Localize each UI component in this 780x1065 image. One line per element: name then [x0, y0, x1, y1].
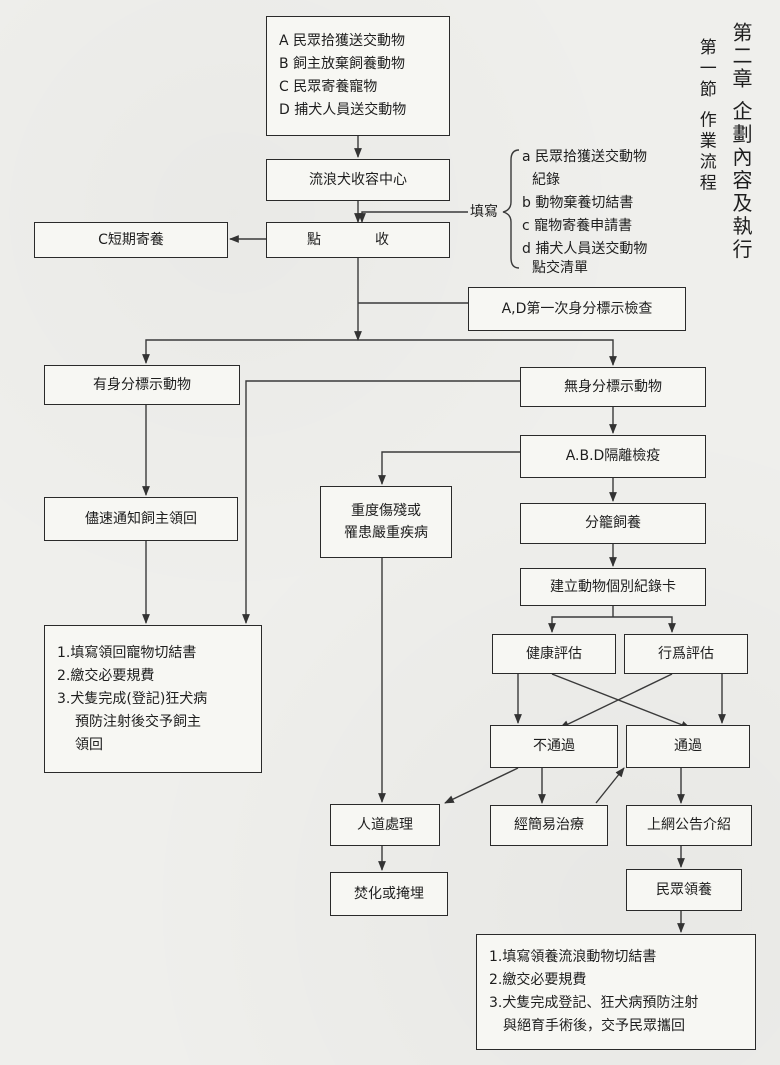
behavior-eval-label: 行爲評估: [658, 645, 714, 662]
public-adoption-label: 民眾領養: [656, 881, 712, 898]
intake-line: D 捕犬人員送交動物: [279, 102, 407, 118]
chapter-title: 第二章 企劃內容及執行: [729, 22, 753, 262]
quarantine-label: A.B.D隔離檢疫: [565, 448, 661, 465]
severe-condition-box: 重度傷殘或 罹患嚴重疾病: [320, 486, 452, 558]
adopt-step-line: 2.繳交必要規費: [489, 972, 587, 988]
first-id-check-box: A,D第一次身分標示檢查: [468, 287, 686, 331]
online-listing-label: 上網公告介紹: [647, 817, 731, 834]
euthanasia-box: 人道處理: [330, 804, 440, 846]
form-line: d 捕犬人員送交動物: [522, 241, 648, 257]
shelter-center-label: 流浪犬收容中心: [309, 171, 407, 188]
arrow-behavior-fail: [559, 673, 673, 729]
arrow-quarantine-severe: [378, 451, 520, 485]
record-card-label: 建立動物個別紀錄卡: [550, 578, 676, 595]
separate-cage-box: 分籠飼養: [520, 503, 706, 544]
severe-line: 重度傷殘或: [351, 503, 421, 519]
has-id-label: 有身分標示動物: [93, 376, 191, 393]
form-line: c 寵物寄養申請書: [522, 218, 633, 234]
arrow-split-noid: [358, 339, 617, 366]
health-eval-label: 健康評估: [526, 645, 582, 662]
fail-box: 不通過: [490, 725, 618, 768]
forms-brace: [502, 149, 520, 269]
intake-line: A 民眾拾獲送交動物: [279, 33, 406, 49]
checkin-label: 點 收: [307, 231, 409, 248]
adopt-step-line: 與絕育手術後，交予民眾攜回: [503, 1018, 685, 1034]
owner-step-line: 領回: [75, 736, 103, 753]
forms-list: a 民眾拾獲送交動物 紀錄 b 動物棄養切結書 c 寵物寄養申請書 d 捕犬人員…: [522, 146, 647, 280]
section-title: 第一節 作業流程: [695, 38, 716, 195]
arrow-noid-to-ownersteps: [242, 380, 520, 624]
simple-treatment-box: 經簡易治療: [490, 805, 608, 846]
arrow-fail-euthanasia: [444, 767, 519, 804]
online-listing-box: 上網公告介紹: [626, 805, 752, 846]
record-card-box: 建立動物個別紀錄卡: [520, 568, 706, 606]
intake-sources-box: A 民眾拾獲送交動物 B 飼主放棄飼養動物 C 民眾寄養寵物 D 捕犬人員送交動…: [266, 16, 450, 136]
quarantine-box: A.B.D隔離檢疫: [520, 435, 706, 478]
first-id-check-label: A,D第一次身分標示檢查: [501, 300, 653, 317]
no-id-box: 無身分標示動物: [520, 367, 706, 407]
form-line: b 動物棄養切結書: [522, 195, 634, 211]
owner-step-line: 2.繳交必要規費: [57, 667, 155, 684]
pass-box: 通過: [626, 725, 750, 768]
form-line: 點交清單: [532, 260, 588, 276]
arrow-split-hasid: [142, 339, 358, 364]
fill-in-label: 填寫: [470, 204, 498, 220]
euthanasia-label: 人道處理: [357, 816, 413, 833]
owner-step-line: 3.犬隻完成(登記)狂犬病: [57, 690, 208, 707]
short-term-box: C短期寄養: [34, 222, 228, 258]
arrow-to-health: [548, 616, 613, 633]
cremation-label: 焚化或掩埋: [354, 885, 424, 902]
notify-owner-label: 儘速通知飼主領回: [85, 510, 197, 527]
public-adoption-box: 民眾領養: [626, 869, 742, 911]
checkin-box: 點 收: [266, 222, 450, 258]
arrow-to-behavior: [613, 616, 676, 633]
arrow-treatment-pass: [595, 767, 625, 804]
owner-reclaim-steps-box: 1.填寫領回寵物切結書 2.繳交必要規費 3.犬隻完成(登記)狂犬病 預防注射後…: [44, 625, 262, 773]
health-eval-box: 健康評估: [492, 634, 616, 674]
shelter-center-box: 流浪犬收容中心: [266, 159, 450, 201]
pass-label: 通過: [674, 738, 702, 755]
no-id-label: 無身分標示動物: [564, 378, 662, 395]
intake-line: B 飼主放棄飼養動物: [279, 56, 406, 72]
owner-step-line: 1.填寫領回寵物切結書: [57, 644, 197, 661]
has-id-box: 有身分標示動物: [44, 365, 240, 405]
adopt-step-line: 3.犬隻完成登記、狂犬病預防注射: [489, 995, 699, 1011]
fail-label: 不通過: [533, 738, 575, 755]
arrow-health-pass: [551, 673, 691, 729]
form-line: 紀錄: [532, 172, 560, 188]
short-term-label: C短期寄養: [98, 231, 164, 248]
form-line: a 民眾拾獲送交動物: [522, 149, 648, 165]
simple-treatment-label: 經簡易治療: [514, 817, 584, 834]
adopt-step-line: 1.填寫領養流浪動物切結書: [489, 949, 657, 965]
separate-cage-label: 分籠飼養: [585, 515, 641, 532]
arrow-forms-checkin: [358, 211, 468, 223]
cremation-box: 焚化或掩埋: [330, 872, 448, 916]
intake-line: C 民眾寄養寵物: [279, 79, 378, 95]
severe-line: 罹患嚴重疾病: [344, 525, 428, 541]
owner-step-line: 預防注射後交予飼主: [75, 713, 201, 730]
notify-owner-box: 儘速通知飼主領回: [44, 497, 238, 541]
behavior-eval-box: 行爲評估: [624, 634, 748, 674]
adoption-steps-box: 1.填寫領養流浪動物切結書 2.繳交必要規費 3.犬隻完成登記、狂犬病預防注射 …: [476, 934, 756, 1050]
